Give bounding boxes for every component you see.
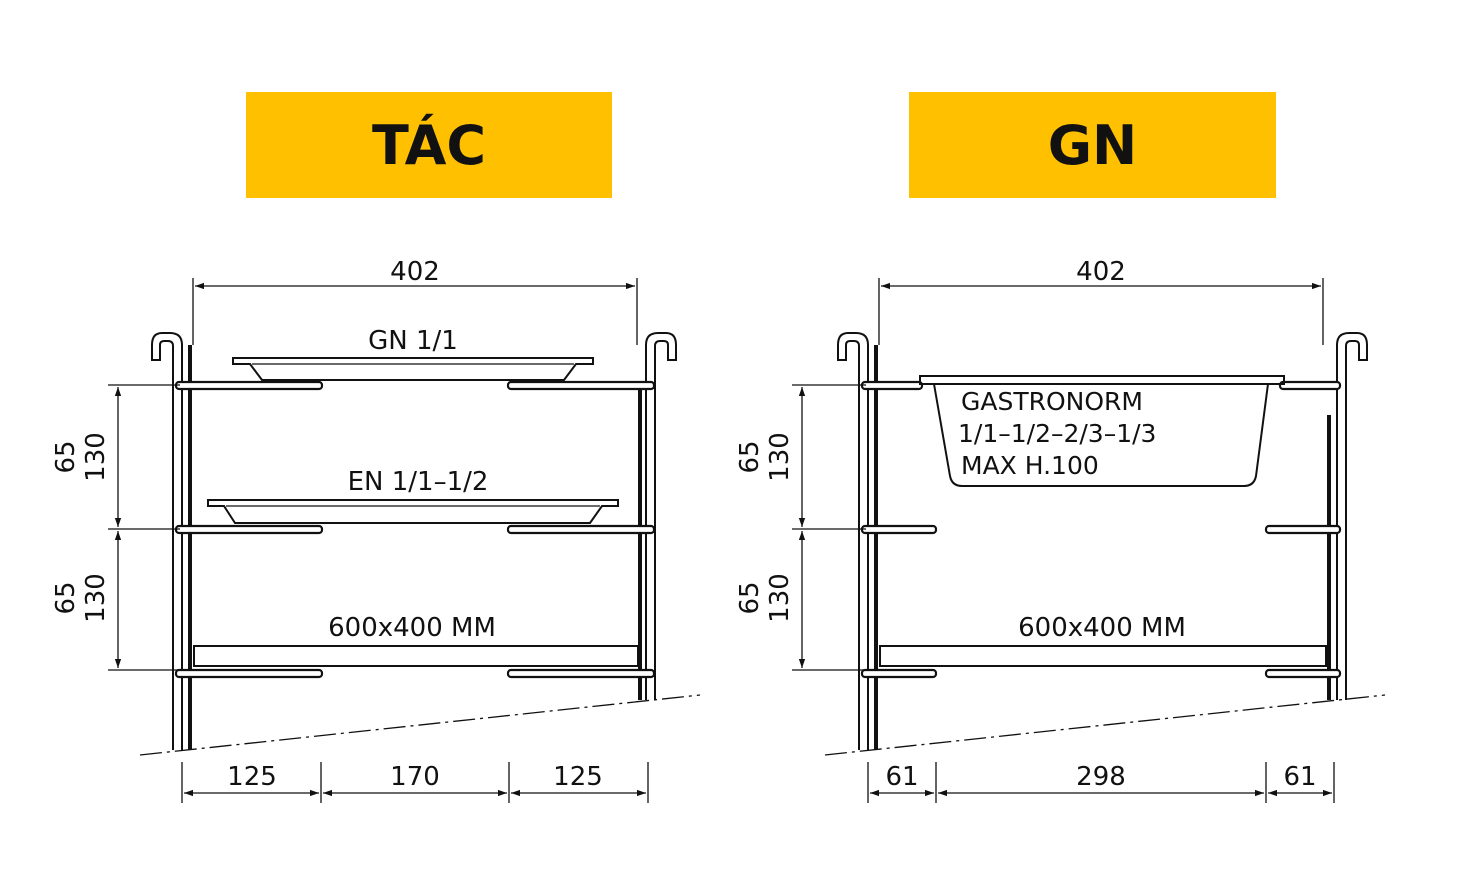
- left-side-dimensions: 65 130 65 130: [51, 384, 180, 671]
- left-dim-2a: 65: [51, 581, 81, 614]
- right-ground-line: [824, 694, 1386, 756]
- left-tray-en: EN 1/1–1/2: [207, 467, 619, 524]
- right-tray-3-label: 600x400 MM: [1018, 613, 1186, 643]
- left-ground-line: [139, 694, 701, 756]
- left-top-width-label: 402: [390, 257, 440, 287]
- right-dim-2a: 65: [735, 581, 765, 614]
- right-top-width-label: 402: [1076, 257, 1126, 287]
- right-tray-600x400: 600x400 MM: [879, 613, 1327, 667]
- left-rack-left-post: [151, 332, 192, 750]
- right-bottom-dimensions: 61 298 61: [867, 762, 1335, 803]
- right-rack-diagram: 402 GASTRONORM 1/1–1/2–2/3–1/3 MAX: [735, 257, 1386, 803]
- right-dim-1a: 65: [735, 440, 765, 473]
- left-tray-600x400: 600x400 MM: [193, 613, 639, 667]
- heading-banner-right: GN: [909, 92, 1276, 198]
- right-dim-1b: 130: [765, 432, 795, 482]
- right-bottom-dim-3: 61: [1283, 762, 1316, 792]
- left-tray-1-label: GN 1/1: [368, 326, 458, 356]
- right-side-dimensions: 65 130 65 130: [735, 384, 866, 671]
- left-top-dimension: 402: [192, 257, 638, 345]
- right-bottom-dim-2: 298: [1076, 762, 1126, 792]
- left-tray-3-label: 600x400 MM: [328, 613, 496, 643]
- heading-left-text: TÁC: [371, 113, 487, 177]
- right-shelf-rails: [860, 380, 1342, 679]
- left-tray-gn: GN 1/1: [232, 326, 594, 381]
- right-bottom-dim-1: 61: [885, 762, 918, 792]
- left-bottom-dim-3: 125: [553, 762, 603, 792]
- right-gastronorm-line-1: GASTRONORM: [961, 387, 1143, 416]
- right-top-dimension: 402: [878, 257, 1324, 345]
- left-dim-1a: 65: [51, 440, 81, 473]
- left-bottom-dim-2: 170: [390, 762, 440, 792]
- left-bottom-dimensions: 125 170 125: [181, 762, 649, 803]
- right-rack-left-post: [837, 332, 878, 750]
- left-rack-diagram: 402 GN 1/1: [51, 257, 701, 803]
- right-dim-2b: 130: [765, 573, 795, 623]
- right-gastronorm-pan: GASTRONORM 1/1–1/2–2/3–1/3 MAX H.100: [919, 375, 1285, 487]
- left-dim-1b: 130: [81, 432, 111, 482]
- left-rack-right-post: [638, 332, 677, 700]
- right-gastronorm-line-2: 1/1–1/2–2/3–1/3: [958, 419, 1156, 448]
- right-rack-right-post: [1327, 332, 1368, 700]
- left-tray-2-label: EN 1/1–1/2: [348, 467, 489, 497]
- right-gastronorm-line-3: MAX H.100: [961, 451, 1099, 480]
- heading-banner-left: TÁC: [246, 92, 612, 198]
- heading-right-text: GN: [1047, 113, 1138, 177]
- left-dim-2b: 130: [81, 573, 111, 623]
- left-bottom-dim-1: 125: [227, 762, 277, 792]
